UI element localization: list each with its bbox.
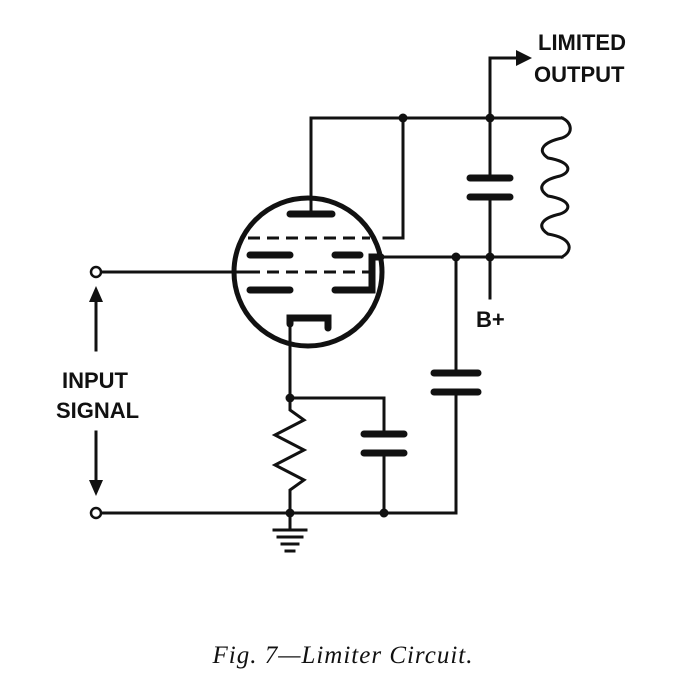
cathode-capacitor: [360, 430, 408, 515]
input-label-line2: SIGNAL: [56, 398, 139, 423]
output-arrow: [488, 50, 532, 120]
output-label-line1: LIMITED: [538, 30, 626, 55]
junction-dot: [379, 508, 389, 518]
bypass-capacitor: [430, 255, 482, 515]
output-label-line2: OUTPUT: [534, 62, 625, 87]
cathode-resistor: [271, 396, 308, 515]
vacuum-tube: [231, 195, 385, 349]
ground-return: [89, 506, 458, 520]
figure-caption: Fig. 7—Limiter Circuit.: [212, 642, 474, 669]
ground-symbol: [272, 511, 308, 553]
junction-dot: [398, 113, 408, 123]
tank-inductor: [540, 116, 572, 260]
plate-wiring: [309, 113, 564, 240]
supply-wiring: [379, 252, 564, 300]
input-terminal-bottom: [89, 506, 103, 520]
tank-capacitor: [466, 116, 514, 259]
input-terminal-top: [89, 265, 103, 279]
cathode-wiring: [285, 322, 386, 434]
input-signal-arrows: [89, 286, 103, 496]
input-label-line1: INPUT: [62, 368, 129, 393]
input-wiring: [89, 265, 250, 279]
supply-label: B+: [476, 307, 505, 332]
